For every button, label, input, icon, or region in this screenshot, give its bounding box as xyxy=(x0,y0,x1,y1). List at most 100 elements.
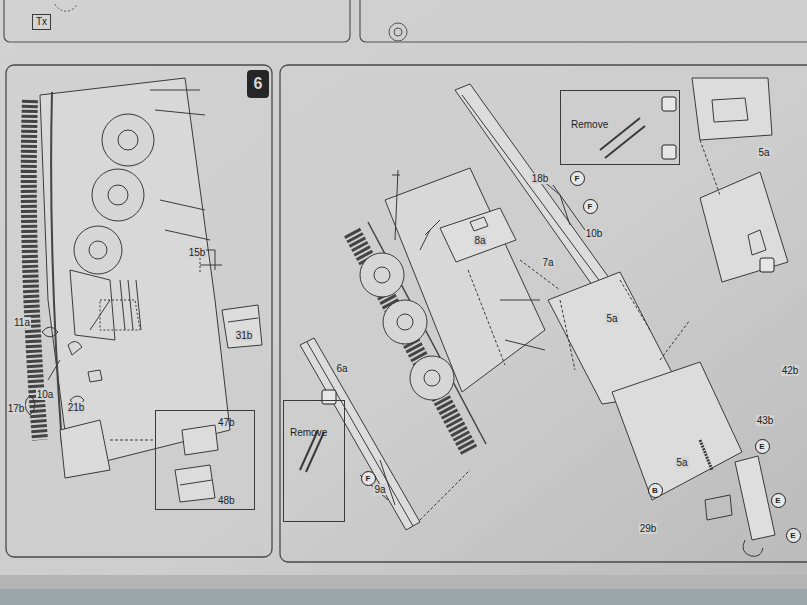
part-text: E xyxy=(790,531,795,540)
line-art xyxy=(700,172,788,282)
line-art xyxy=(420,220,440,250)
line-art xyxy=(660,320,690,360)
inset-box: Tx xyxy=(32,14,51,30)
line-art xyxy=(397,314,413,330)
part-text: E xyxy=(759,442,764,451)
line-art xyxy=(424,370,440,386)
callout-number: 11a xyxy=(13,317,31,328)
part-text: F xyxy=(575,174,580,183)
line-art xyxy=(74,226,122,274)
line-art xyxy=(712,98,748,122)
line-art xyxy=(385,168,545,392)
line-art xyxy=(470,217,488,231)
panel-border xyxy=(360,0,807,42)
line-art xyxy=(692,78,772,140)
line-art xyxy=(118,130,138,150)
line-art xyxy=(102,114,154,166)
line-art xyxy=(150,90,210,240)
line-art xyxy=(352,232,470,452)
line-art xyxy=(410,356,454,400)
callout-number: 5a xyxy=(675,457,688,468)
callout-number: 6a xyxy=(335,363,348,374)
line-art xyxy=(455,84,612,292)
panel-border xyxy=(4,0,350,42)
callout-number: 43b xyxy=(756,415,775,426)
callout-number: 17b xyxy=(7,403,26,414)
line-art xyxy=(322,390,336,404)
part-text: F xyxy=(366,474,371,483)
line-art xyxy=(108,185,128,205)
line-art xyxy=(40,78,230,470)
line-art xyxy=(468,270,505,365)
part-text: F xyxy=(588,202,593,211)
line-art xyxy=(743,540,763,556)
callout-number: 10b xyxy=(585,228,604,239)
part-text: 48b xyxy=(218,495,235,507)
part-text: Remove xyxy=(571,119,608,131)
callout-number: 15b xyxy=(188,247,207,258)
line-art xyxy=(88,370,102,382)
line-art xyxy=(748,230,766,255)
line-art xyxy=(662,97,676,111)
hull-illustration xyxy=(25,78,262,502)
callout-number: 5a xyxy=(757,147,770,158)
line-art xyxy=(760,258,774,272)
line-art xyxy=(182,425,218,455)
line-art xyxy=(440,208,516,262)
callout-number: 10a xyxy=(36,389,55,400)
part-text: B xyxy=(652,486,658,495)
callout-number: 21b xyxy=(67,402,86,413)
callout-number: 42b xyxy=(781,365,800,376)
line-art xyxy=(25,395,35,415)
callout-number: 7a xyxy=(541,257,554,268)
part-text: 47b xyxy=(218,417,235,429)
part-letter-circle: E xyxy=(786,528,801,543)
line-art xyxy=(560,300,575,370)
part-text: Tx xyxy=(36,16,47,28)
line-art xyxy=(60,420,110,478)
line-art xyxy=(175,465,215,502)
callout-number: 18b xyxy=(531,173,550,184)
part-sketch xyxy=(55,4,77,11)
callout-number: 31b xyxy=(235,330,254,341)
wheel-sketch xyxy=(394,28,402,36)
wheel-sketch xyxy=(389,23,407,41)
line-art xyxy=(383,300,427,344)
line-art xyxy=(222,305,262,348)
line-art xyxy=(700,140,720,195)
line-art xyxy=(120,280,141,330)
line-art xyxy=(620,280,650,330)
callout-number: 9a xyxy=(373,484,386,495)
panel-border xyxy=(6,65,272,557)
line-art xyxy=(200,258,201,272)
hull-illustration xyxy=(300,78,788,556)
line-art xyxy=(42,327,58,337)
part-letter-circle: E xyxy=(771,493,786,508)
line-art xyxy=(228,318,258,322)
line-art xyxy=(92,169,144,221)
line-art xyxy=(374,267,390,283)
part-text: E xyxy=(775,496,780,505)
line-art xyxy=(735,456,775,540)
line-art xyxy=(420,470,470,520)
line-art xyxy=(612,362,742,500)
line-art xyxy=(110,440,155,441)
inset-box: Remove xyxy=(560,90,680,165)
callout-number: 5a xyxy=(605,313,618,324)
paper-edge xyxy=(0,575,807,589)
line-art xyxy=(68,341,82,355)
inset-box: 47b 48b xyxy=(155,410,255,510)
panel-border xyxy=(280,65,807,562)
line-art xyxy=(662,145,676,159)
callout-number: 8a xyxy=(473,235,486,246)
part-letter-circle: B xyxy=(648,483,663,498)
line-art xyxy=(392,170,400,240)
part-letter-circle: F xyxy=(583,199,598,214)
table-edge xyxy=(0,588,807,605)
inset-box: Remove xyxy=(283,400,345,522)
part-letter-circle: E xyxy=(755,439,770,454)
